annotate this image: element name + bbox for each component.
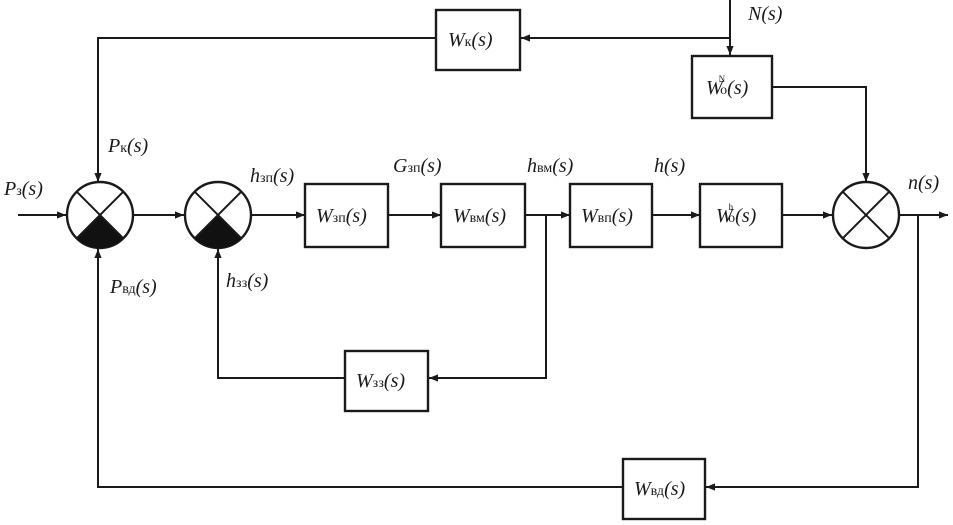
signal-n-output: n(s)	[908, 172, 939, 194]
svg-text:Wвм(s): Wвм(s)	[453, 205, 506, 227]
signal-hvm: hвм(s)	[527, 155, 574, 177]
signal-hzp: hзп(s)	[250, 165, 294, 187]
block-wzz: Wзз(s)	[343, 349, 430, 413]
svg-text:Whо(s): Whо(s)	[716, 202, 757, 227]
wire-n-wvd	[706, 215, 919, 491]
wire-wvd-sum1	[94, 249, 623, 488]
wire-won-sum3	[773, 86, 870, 182]
signal-hzz: hзз(s)	[226, 270, 269, 292]
svg-text:WNо(s): WNо(s)	[706, 74, 749, 99]
signal-n-disturbance: N(s)	[747, 3, 783, 25]
wire-wzz-sum2	[214, 249, 345, 379]
block-wzp: Wзп(s)	[303, 182, 390, 249]
signal-pvd: Pвд(s)	[109, 276, 157, 298]
svg-text:Wзз(s): Wзз(s)	[356, 370, 405, 392]
signal-h: h(s)	[654, 155, 685, 177]
wire-hvm-wzz	[429, 215, 547, 382]
svg-text:Wк(s): Wк(s)	[448, 29, 493, 51]
svg-text:Wвд(s): Wвд(s)	[634, 478, 686, 500]
wire-wk-sum1	[94, 37, 436, 182]
svg-text:Wзп(s): Wзп(s)	[316, 205, 367, 227]
signal-gzp: Gзп(s)	[393, 155, 442, 177]
signal-pk: Pк(s)	[107, 135, 148, 157]
block-wvp: Wвп(s)	[568, 182, 654, 249]
block-wvd: Wвд(s)	[621, 457, 707, 521]
summing-junction-2	[183, 180, 253, 250]
block-wvm: Wвм(s)	[439, 182, 527, 249]
svg-text:Wвп(s): Wвп(s)	[581, 205, 633, 227]
block-wk: Wк(s)	[434, 8, 522, 72]
summing-junction-1	[65, 180, 135, 250]
summing-junction-3	[831, 180, 901, 250]
signal-pz: Pз(s)	[3, 178, 43, 200]
